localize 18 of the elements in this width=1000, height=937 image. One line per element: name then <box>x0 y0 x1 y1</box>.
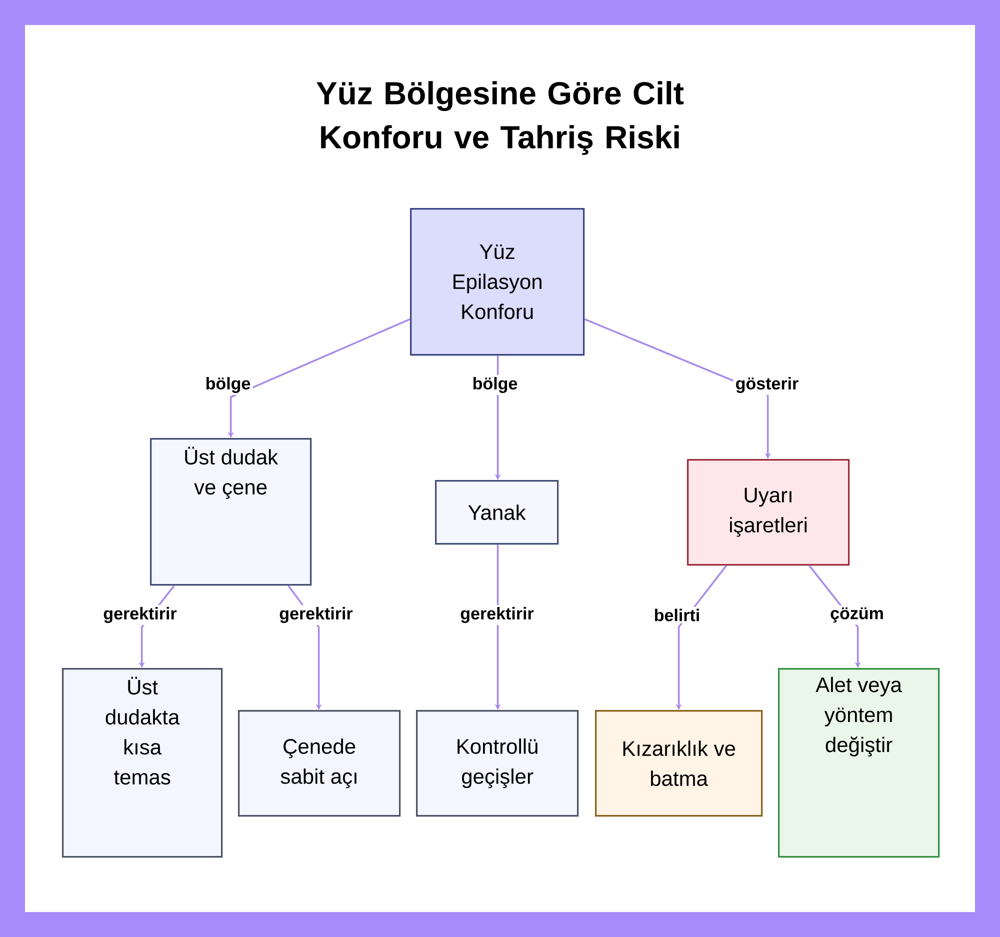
process-box: Üst dudakta kısa temas <box>62 668 223 858</box>
edge-label: gösterir <box>733 375 801 395</box>
process-box: Yüz Epilasyon Konforu <box>410 208 585 356</box>
edge-label: gerektirir <box>101 605 179 625</box>
edge-label: gerektirir <box>458 605 536 625</box>
edge-label: belirti <box>652 606 702 624</box>
process-box: Kızarıklık ve batma <box>595 710 763 817</box>
process-box: Kontrollü geçişler <box>416 710 579 817</box>
edge-label: gerektirir <box>277 605 355 625</box>
process-box: Yanak <box>435 480 559 545</box>
edge-label: çözüm <box>828 605 886 625</box>
process-box: Çenede sabit açı <box>238 710 401 817</box>
edge-label: bölge <box>470 375 520 395</box>
edge-label: bölge <box>203 375 253 395</box>
process-box: Üst dudak ve çene <box>150 438 312 586</box>
title: Yüz Bölgesine Göre Cilt Konforu ve Tahriş Riski <box>316 81 684 155</box>
process-box: Alet veya yöntem değiştir <box>778 668 940 858</box>
process-box: Uyarı işaretleri <box>687 459 850 566</box>
